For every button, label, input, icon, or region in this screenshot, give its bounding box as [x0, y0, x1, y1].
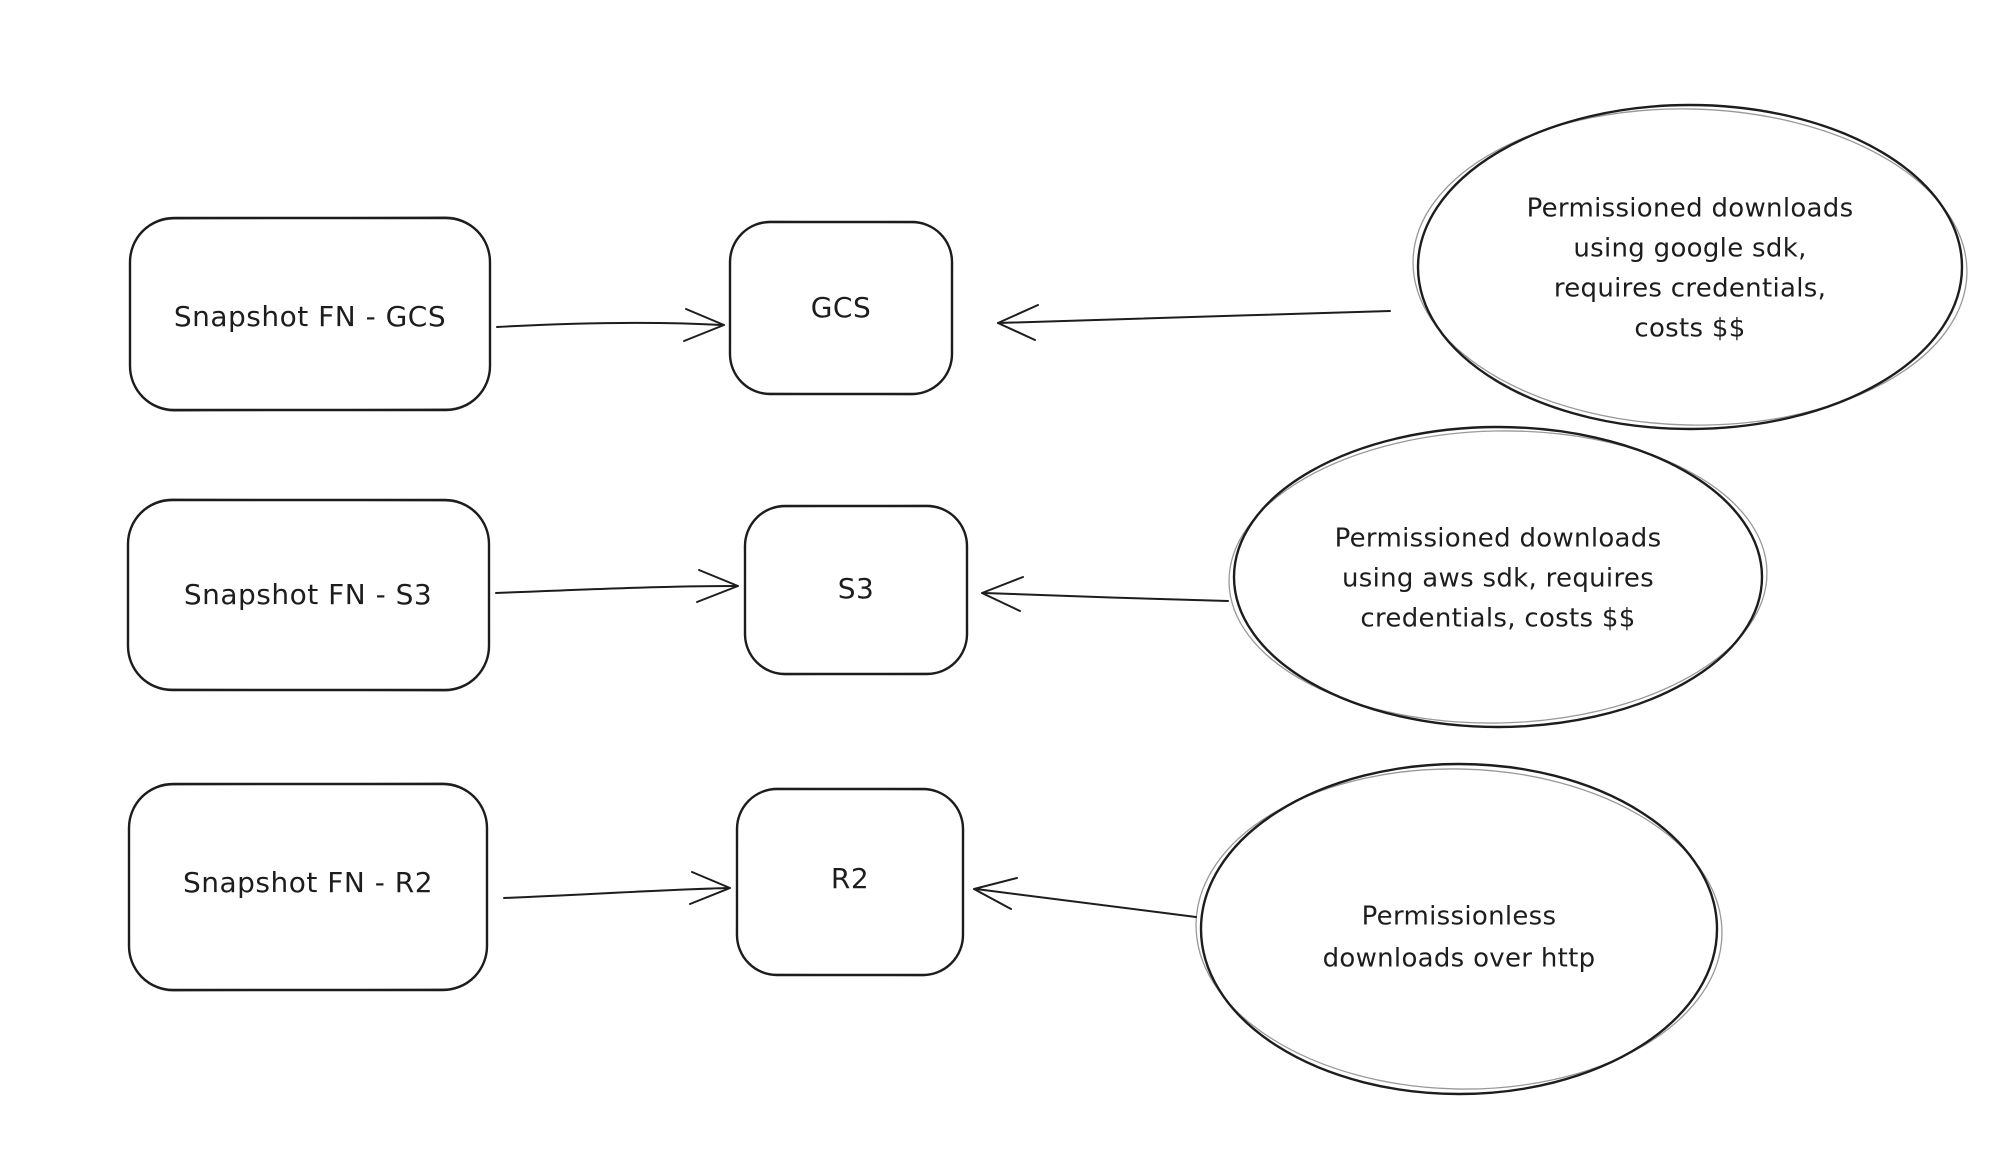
rounded-rect-shape: [126, 498, 491, 692]
arrow-note-to-r2[interactable]: [973, 877, 1197, 918]
sketch-stroke: [1412, 108, 1968, 426]
node-gcs[interactable]: GCS: [728, 220, 954, 396]
arrow-line: [997, 310, 1391, 324]
node-label: S3: [838, 572, 875, 605]
sketch-stroke: [128, 216, 492, 412]
node-label: Snapshot FN - GCS: [174, 300, 446, 333]
sketch-stroke: [1195, 768, 1723, 1090]
node-snapshot-fn-gcs[interactable]: Snapshot FN - GCS: [128, 216, 492, 412]
arrow-line: [975, 888, 1197, 918]
note-ellipse-gcs[interactable]: Permissioned downloads using google sdk,…: [1409, 102, 1971, 431]
node-label: R2: [831, 862, 869, 895]
sketch-stroke: [728, 220, 954, 396]
row-gcs: Snapshot FN - GCS GCS Permissioned downl…: [128, 102, 1971, 431]
arrow-snapshot-fn-r2-to-r2[interactable]: [503, 871, 731, 905]
note-text-line: Permissionless: [1362, 902, 1557, 932]
note-ellipse-s3[interactable]: Permissioned downloads using aws sdk, re…: [1226, 425, 1770, 729]
arrow-line: [503, 887, 729, 899]
sketch-stroke: [743, 504, 969, 676]
arrowhead-right-icon: [696, 569, 739, 603]
node-s3[interactable]: S3: [743, 504, 969, 676]
note-text-line: credentials, costs $$: [1360, 604, 1635, 634]
note-text-line: using aws sdk, requires: [1342, 564, 1654, 594]
node-label: GCS: [811, 291, 872, 324]
note-text-line: Permissioned downloads: [1335, 524, 1662, 554]
arrowhead-left-icon: [981, 576, 1024, 612]
arrow-line: [983, 592, 1229, 602]
rounded-rect-shape: [127, 782, 489, 992]
row-s3: Snapshot FN - S3 S3 Permissioned downloa…: [126, 425, 1770, 729]
node-label: Snapshot FN - S3: [184, 578, 432, 611]
sketch-stroke: [126, 498, 491, 692]
rounded-rect-shape: [735, 787, 965, 977]
note-text-line: Permissioned downloads: [1527, 194, 1854, 224]
node-label: Snapshot FN - R2: [183, 866, 433, 899]
arrowhead-right-icon: [683, 308, 725, 342]
note-ellipse-r2[interactable]: Permissionless downloads over http: [1192, 762, 1725, 1096]
node-snapshot-fn-s3[interactable]: Snapshot FN - S3: [126, 498, 491, 692]
ellipse-shape: [1416, 103, 1964, 431]
arrowhead-left-icon: [997, 304, 1039, 341]
rounded-rect-shape: [743, 504, 969, 676]
arrowhead-right-icon: [689, 871, 731, 905]
rounded-rect-shape: [728, 220, 954, 396]
arrowhead-left-icon: [973, 877, 1018, 910]
arrow-note-to-gcs[interactable]: [997, 304, 1391, 341]
note-text-line: costs $$: [1634, 314, 1745, 344]
ellipse-shape: [1199, 762, 1719, 1096]
sketch-stroke: [1228, 430, 1768, 724]
row-r2: Snapshot FN - R2 R2 Permissionless downl…: [127, 762, 1725, 1096]
arrow-line: [496, 321, 723, 328]
rounded-rect-shape: [128, 216, 492, 412]
sketch-stroke: [127, 782, 489, 992]
arrow-snapshot-fn-gcs-to-gcs[interactable]: [496, 308, 725, 342]
arrow-note-to-s3[interactable]: [981, 576, 1229, 612]
note-text-line: downloads over http: [1323, 944, 1596, 974]
node-snapshot-fn-r2[interactable]: Snapshot FN - R2: [127, 782, 489, 992]
note-text-line: requires credentials,: [1554, 274, 1826, 304]
ellipse-shape: [1232, 425, 1764, 729]
sketch-stroke: [735, 787, 965, 977]
node-r2[interactable]: R2: [735, 787, 965, 977]
arrow-line: [495, 585, 737, 594]
arrow-snapshot-fn-s3-to-s3[interactable]: [495, 569, 739, 603]
note-text-line: using google sdk,: [1573, 234, 1806, 264]
